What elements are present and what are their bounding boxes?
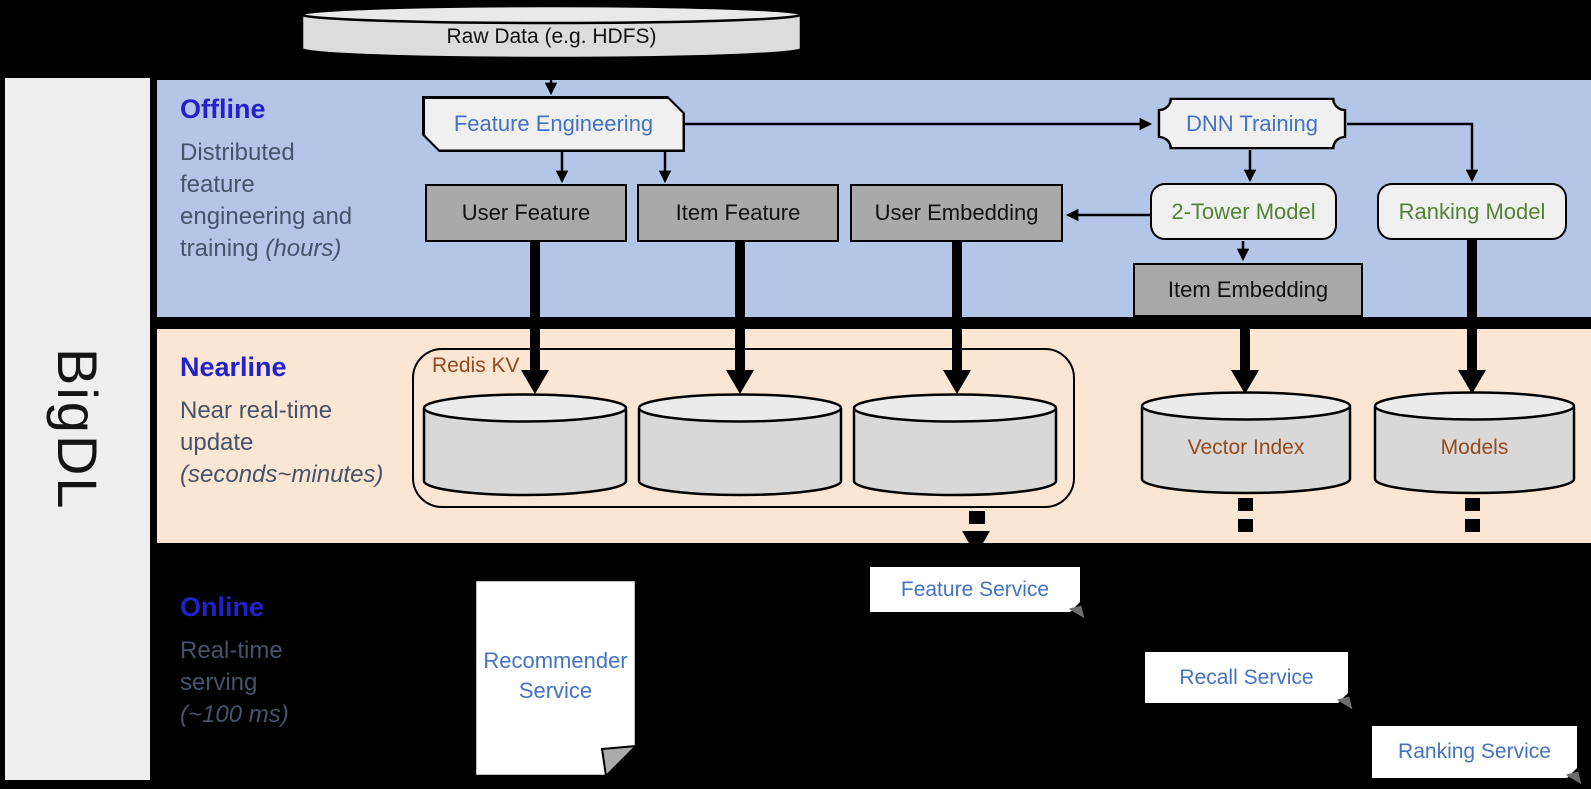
page-fold-icon [1068, 605, 1085, 622]
recall-service-node: Recall Service [1145, 652, 1353, 713]
user-feature-label: User Feature [461, 200, 591, 225]
user-embedding-node: User Embedding [850, 184, 1063, 242]
document-shape [473, 578, 638, 778]
models-label: Models [1440, 435, 1509, 459]
vector-index-cylinder: Vector Index [1140, 390, 1352, 496]
online-section-labels: Online Real-time serving (~100 ms) [180, 592, 289, 731]
feature-engineering-node: Feature Engineering [422, 96, 685, 152]
feature-engineering-shape [425, 99, 683, 150]
offline-section-title: Offline [180, 94, 266, 124]
models-cylinder: Models [1373, 390, 1576, 496]
dnn-training-node: DNN Training [1157, 97, 1347, 150]
bigdl-brand-bar: BigDL [5, 78, 150, 780]
online-desc-line: (~100 ms) [180, 699, 289, 731]
feature-service-node: Feature Service [870, 567, 1085, 622]
item-feature-label: Item Feature [675, 200, 801, 225]
nearline-section-title: Nearline [180, 352, 287, 382]
offline-desc-text: training [180, 235, 259, 262]
cylinder-shape [637, 393, 843, 497]
cylinder-shape [1140, 391, 1352, 495]
item-embedding-node: Item Embedding [1133, 263, 1363, 317]
nearline-section-description: Near real-time update (seconds~minutes) [180, 395, 383, 491]
offline-desc-line: Distributed [180, 139, 295, 166]
two-tower-model-label: 2-Tower Model [1171, 198, 1316, 224]
redis-shard-cylinder-2 [637, 392, 843, 498]
ranking-service-label: Ranking Service [1398, 740, 1551, 763]
two-tower-model-node: 2-Tower Model [1150, 183, 1337, 240]
online-desc-note: (~100 ms) [180, 701, 289, 728]
online-desc-line: Real-time [180, 637, 283, 664]
recommender-service-label: Recommender Service [483, 648, 628, 703]
recall-service-box: Recall Service [1145, 652, 1348, 703]
user-feature-node: User Feature [425, 184, 627, 242]
page-fold-icon [1336, 696, 1353, 713]
recommender-service-node: Recommender Service [473, 578, 638, 778]
ranking-model-node: Ranking Model [1377, 183, 1567, 240]
item-embedding-label: Item Embedding [1167, 277, 1329, 302]
offline-section-labels: Offline Distributed feature engineering … [180, 94, 352, 265]
cylinder-shape [1373, 391, 1576, 495]
cylinder-shape [852, 393, 1058, 497]
ranking-service-box: Ranking Service [1372, 726, 1577, 778]
bigdl-logo-text: BigDL [46, 347, 109, 511]
recall-service-label: Recall Service [1179, 665, 1314, 689]
plaque-shape [1157, 97, 1347, 150]
user-embedding-label: User Embedding [874, 200, 1039, 225]
nearline-section-labels: Nearline Near real-time update (seconds~… [180, 352, 383, 491]
offline-desc-line: training (hours) [180, 233, 352, 265]
offline-desc-line: engineering and [180, 203, 353, 230]
nearline-desc-line: update [180, 429, 254, 456]
feature-service-box: Feature Service [870, 567, 1080, 612]
online-section-description: Real-time serving (~100 ms) [180, 635, 289, 731]
cylinder-shape [422, 393, 628, 497]
item-feature-node: Item Feature [637, 184, 839, 242]
raw-data-label: Raw Data (e.g. HDFS) [446, 25, 657, 48]
cylinder-shape [300, 4, 803, 60]
redis-shard-cylinder-1 [422, 392, 628, 498]
online-section-title: Online [180, 592, 265, 622]
feature-engineering-label: Feature Engineering [453, 111, 654, 136]
offline-desc-line: feature [180, 171, 255, 198]
ranking-model-label: Ranking Model [1398, 198, 1546, 224]
nearline-desc-note: (seconds~minutes) [180, 461, 384, 488]
online-desc-line: serving [180, 669, 258, 696]
page-fold-icon [1565, 771, 1582, 788]
redis-kv-label: Redis KV [432, 354, 520, 377]
offline-desc-note: (hours) [265, 235, 342, 262]
nearline-desc-line: Near real-time [180, 397, 333, 424]
ranking-service-node: Ranking Service [1372, 726, 1582, 788]
redis-shard-cylinder-3 [852, 392, 1058, 498]
nearline-desc-line: (seconds~minutes) [180, 459, 383, 491]
offline-section-description: Distributed feature engineering and trai… [180, 137, 352, 265]
vector-index-label: Vector Index [1187, 435, 1305, 459]
dnn-training-label: DNN Training [1185, 110, 1319, 136]
feature-service-label: Feature Service [900, 577, 1050, 601]
raw-data-cylinder: Raw Data (e.g. HDFS) [300, 4, 803, 62]
